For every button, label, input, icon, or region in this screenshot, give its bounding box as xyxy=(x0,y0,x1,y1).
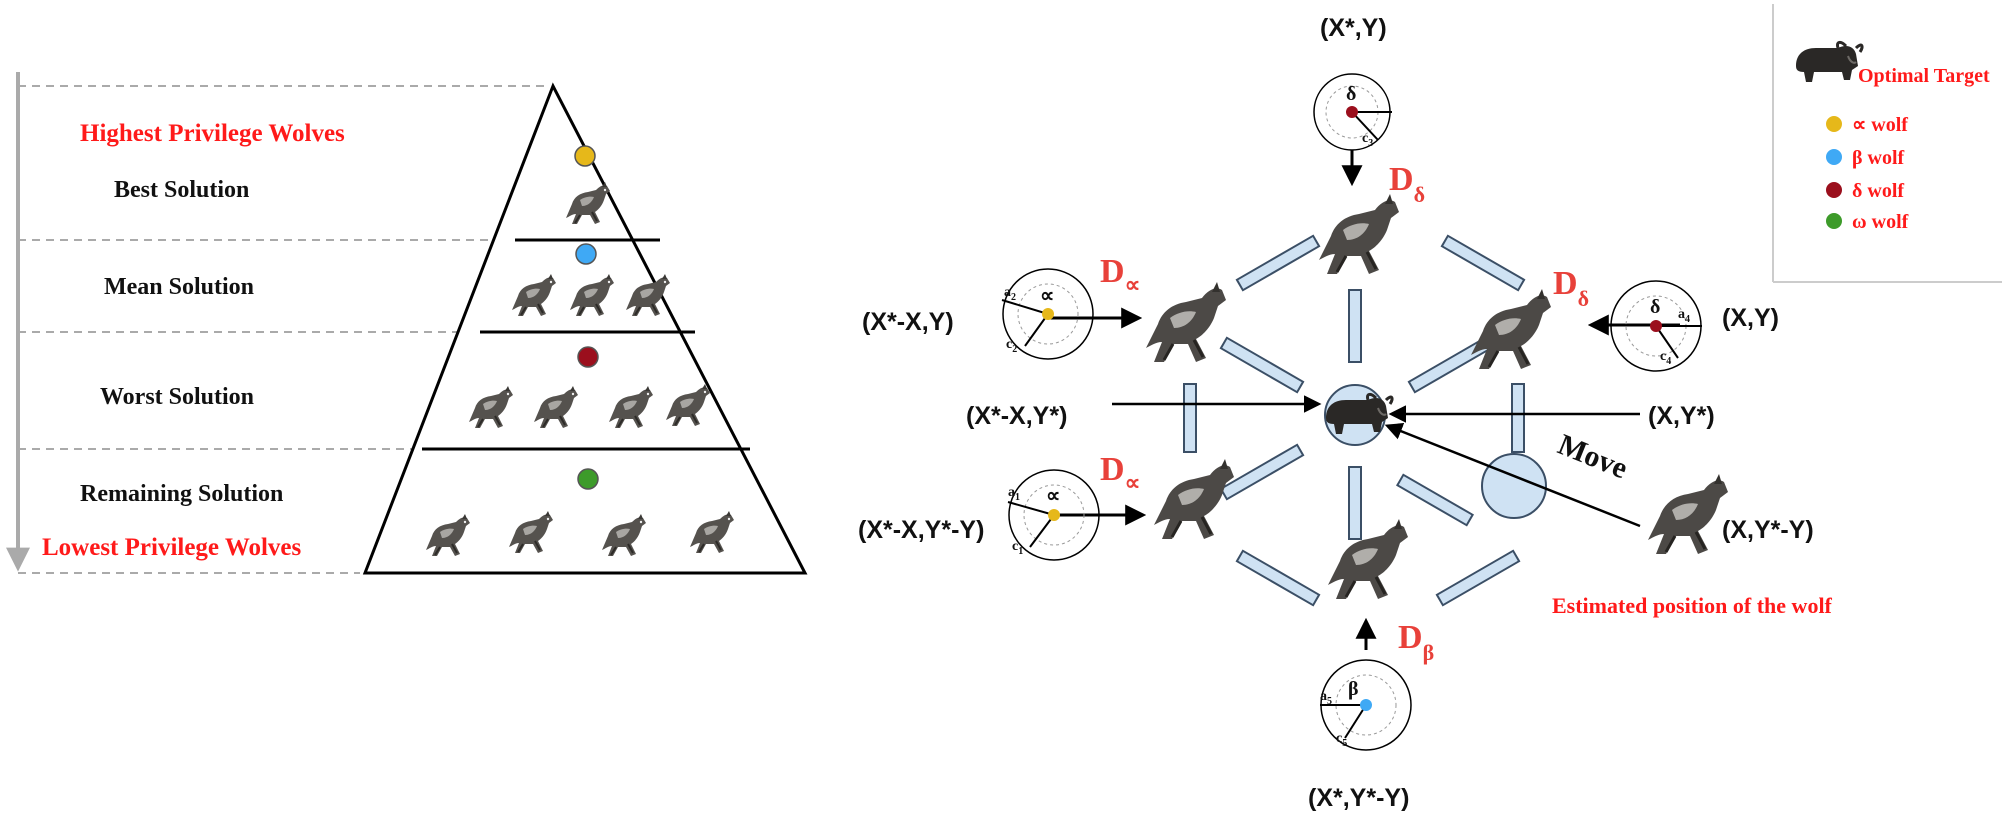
circle-left-bottom-greek: ∝ xyxy=(1046,485,1060,507)
circle-top: δ c3 xyxy=(1313,73,1392,151)
level-label-best: Best Solution xyxy=(114,177,249,203)
svg-text:c3: c3 xyxy=(1362,131,1373,149)
coord-bottom: (X*,Y*-Y) xyxy=(1308,784,1409,812)
circle-left-top-greek: ∝ xyxy=(1040,285,1054,307)
move-arrow xyxy=(1384,423,1641,528)
level-label-remaining: Remaining Solution xyxy=(80,481,283,507)
wolf-icon xyxy=(1152,457,1236,541)
circle-right-top: δ a4 c4 xyxy=(1610,280,1702,372)
svg-text:c1: c1 xyxy=(1012,539,1023,557)
circle-bottom: β a5 c5 xyxy=(1320,659,1412,751)
wolf-icon xyxy=(1326,517,1410,601)
coord-top: (X*,Y) xyxy=(1320,14,1387,42)
d-label-left-top: D∝ xyxy=(1100,253,1140,297)
legend-alpha-label: ∝ wolf xyxy=(1852,114,1908,136)
delta-dot xyxy=(577,346,599,368)
legend-alpha-dot xyxy=(1826,116,1842,132)
circle-left-top: ∝ a2 c2 xyxy=(1001,268,1094,360)
wolf-icon xyxy=(1317,192,1401,276)
svg-text:c5: c5 xyxy=(1336,731,1347,749)
hierarchy-panel: Highest Privilege Wolves Best Solution M… xyxy=(6,72,808,575)
d-label-top: Dδ xyxy=(1389,161,1425,207)
wolf-icon xyxy=(1646,472,1730,556)
coord-left-mid: (X*-X,Y*) xyxy=(966,402,1067,430)
circle-right-top-greek: δ xyxy=(1650,296,1660,318)
legend-omega-dot xyxy=(1826,213,1842,229)
svg-text:a1: a1 xyxy=(1008,485,1020,503)
d-label-bottom: Dβ xyxy=(1398,619,1434,665)
svg-text:c2: c2 xyxy=(1006,337,1017,355)
omega-dot xyxy=(577,468,599,490)
legend-beta-dot xyxy=(1826,149,1842,165)
coord-right-top: (X,Y) xyxy=(1722,304,1779,332)
coord-left-bottom: (X*-X,Y*-Y) xyxy=(858,516,984,544)
coord-right-mid: (X,Y*) xyxy=(1648,402,1715,430)
wolf-icon xyxy=(1144,280,1228,364)
wolf-icon xyxy=(1469,287,1553,371)
d-label-left-bottom: D∝ xyxy=(1100,451,1140,495)
spokes xyxy=(1219,289,1493,540)
coord-right-bottom: (X,Y*-Y) xyxy=(1722,516,1814,544)
legend-omega-label: ω wolf xyxy=(1852,211,1909,233)
legend-beta-label: β wolf xyxy=(1852,147,1905,169)
alpha-dot xyxy=(574,145,596,167)
hexagon-bars xyxy=(1183,234,1526,607)
level-label-worst: Worst Solution xyxy=(100,384,254,410)
circle-bottom-greek: β xyxy=(1348,678,1359,700)
d-label-right: Dδ xyxy=(1553,265,1589,311)
legend: Optimal Target ∝ wolf β wolf δ wolf ω wo… xyxy=(1772,4,2002,283)
highest-privilege-label: Highest Privilege Wolves xyxy=(80,120,345,147)
coord-left-top: (X*-X,Y) xyxy=(862,308,954,336)
legend-delta-label: δ wolf xyxy=(1852,180,1904,202)
encircle-panel: δ c3 ∝ a2 c2 δ a4 c4 xyxy=(858,14,1833,812)
buffalo-icon xyxy=(1794,40,1864,84)
level-label-mean: Mean Solution xyxy=(104,274,254,300)
beta-dot xyxy=(575,243,597,265)
svg-text:a5: a5 xyxy=(1320,689,1332,707)
pyramid xyxy=(362,82,808,575)
legend-delta-dot xyxy=(1826,182,1842,198)
svg-text:c4: c4 xyxy=(1660,349,1671,367)
lowest-privilege-label: Lowest Privilege Wolves xyxy=(42,534,301,561)
legend-target-label: Optimal Target xyxy=(1858,65,1990,87)
circle-left-bottom: ∝ a1 c1 xyxy=(1007,469,1100,561)
circle-top-greek: δ xyxy=(1346,83,1356,105)
move-label: Move xyxy=(1553,428,1632,485)
svg-text:a2: a2 xyxy=(1004,285,1016,303)
svg-text:a4: a4 xyxy=(1678,307,1690,325)
estimated-position-label: Estimated position of the wolf xyxy=(1552,593,1833,618)
